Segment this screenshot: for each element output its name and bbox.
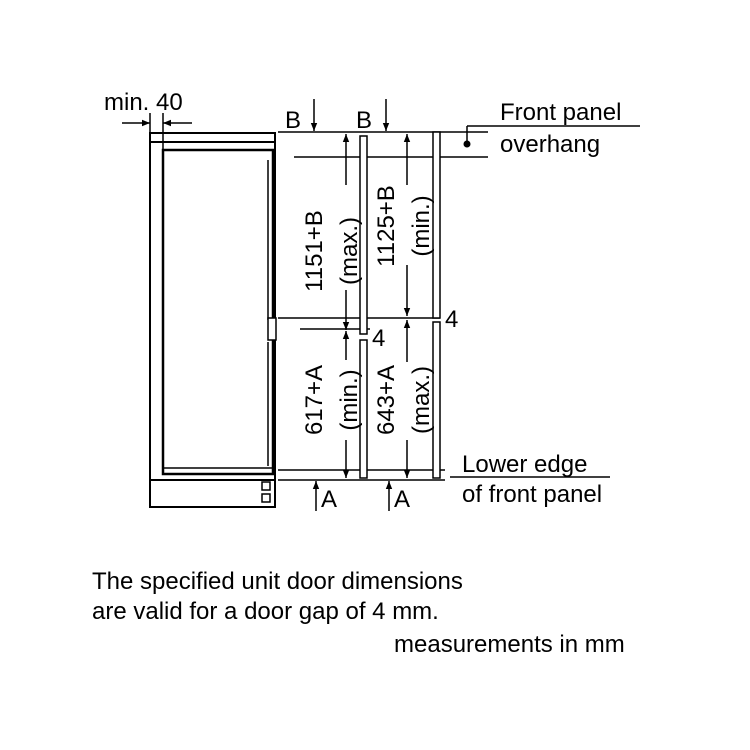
lower-edge-label-line2: of front panel [462, 481, 602, 508]
ref-a-right: A [394, 486, 410, 513]
upper-min-value: 1125+B [373, 185, 400, 267]
lower-edge-label-line1: Lower edge [462, 451, 587, 478]
front-panel-label-line1: Front panel [500, 99, 621, 126]
door-dimension-note-line2: are valid for a door gap of 4 mm. [92, 598, 439, 625]
upper-max-qualifier: (max.) [336, 217, 363, 285]
upper-max-value: 1151+B [301, 210, 328, 292]
min-gap-dimension [122, 113, 192, 150]
plinth-block-1 [261, 481, 271, 491]
b-reference-arrows [310, 99, 390, 131]
gap-label-upper: 4 [445, 306, 458, 333]
appliance-housing [149, 132, 277, 508]
appliance-body [161, 148, 275, 476]
plinth-block-2 [261, 493, 271, 503]
ref-b-right: B [356, 107, 372, 134]
units-note: measurements in mm [394, 631, 625, 658]
upper-door-panel-left [359, 135, 368, 335]
front-panel-label-line2: overhang [500, 131, 600, 158]
min-gap-label: min. 40 [104, 89, 183, 116]
overhang-dot [463, 140, 471, 148]
lower-door-panel-left [359, 339, 368, 479]
lower-max-qualifier: (max.) [408, 366, 435, 434]
gap-label-lower: 4 [372, 325, 385, 352]
upper-door-panel-right [432, 131, 441, 319]
door-divider [267, 317, 277, 341]
cabinet-outline [149, 132, 276, 508]
door-dimension-note-line1: The specified unit door dimensions [92, 568, 463, 595]
door-panels [359, 131, 441, 479]
lower-min-value: 617+A [301, 365, 328, 435]
upper-min-qualifier: (min.) [408, 195, 435, 256]
lower-max-value: 643+A [373, 365, 400, 435]
lower-door-panel-right [432, 321, 441, 479]
cabinet-top-bar [149, 132, 276, 143]
a-reference-arrows [312, 481, 393, 511]
ref-a-left: A [321, 486, 337, 513]
lower-min-qualifier: (min.) [336, 369, 363, 430]
ref-b-left: B [285, 107, 301, 134]
